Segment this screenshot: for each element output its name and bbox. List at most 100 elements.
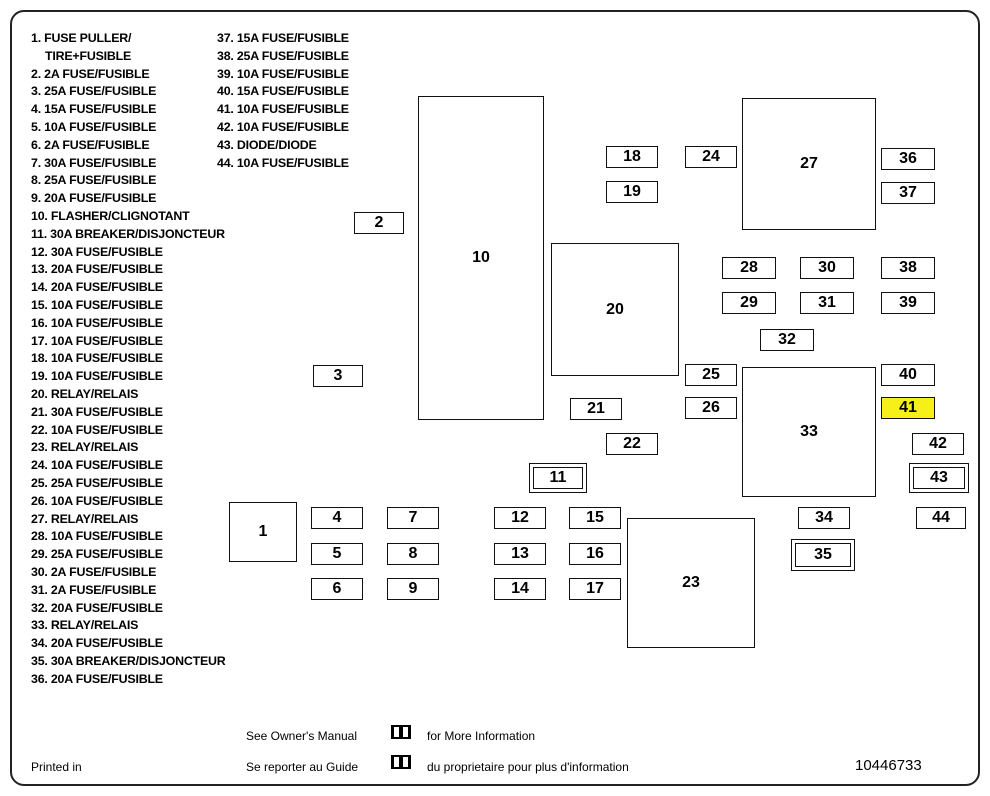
- legend-entry: 19. 10A FUSE/FUSIBLE: [31, 369, 163, 384]
- fuse-31: 31: [800, 292, 854, 314]
- legend-entry: 25. 25A FUSE/FUSIBLE: [31, 475, 163, 490]
- relay-27: 27: [742, 98, 876, 230]
- legend-entry: 32. 20A FUSE/FUSIBLE: [31, 600, 163, 615]
- flasher-10: 10: [418, 96, 544, 420]
- more-info-text: for More Information: [427, 729, 536, 743]
- legend-entry: 37. 15A FUSE/FUSIBLE: [217, 31, 349, 45]
- legend-entry: 7. 30A FUSE/FUSIBLE: [31, 155, 157, 170]
- legend-entry: 23. RELAY/RELAIS: [31, 440, 139, 455]
- fuse-21: 21: [570, 398, 622, 420]
- fuse-17: 17: [569, 578, 621, 600]
- legend-entry: 18. 10A FUSE/FUSIBLE: [31, 351, 163, 366]
- legend-entry: TIRE+FUSIBLE: [45, 48, 132, 63]
- fuse-14: 14: [494, 578, 546, 600]
- legend-entry: 31. 2A FUSE/FUSIBLE: [31, 582, 157, 597]
- legend-entry: 28. 10A FUSE/FUSIBLE: [31, 529, 163, 544]
- fuse-40: 40: [881, 364, 935, 386]
- legend-entry: 24. 10A FUSE/FUSIBLE: [31, 458, 163, 473]
- se-reporter-text: Se reporter au Guide: [246, 760, 359, 774]
- fuse-9: 9: [387, 578, 439, 600]
- legend-entry: 26. 10A FUSE/FUSIBLE: [31, 493, 163, 508]
- fuse-30: 30: [800, 257, 854, 279]
- legend-entry: 29. 25A FUSE/FUSIBLE: [31, 547, 163, 562]
- breaker-11: 11: [529, 463, 587, 493]
- breaker-35: 35: [791, 539, 855, 571]
- legend-entry: 4. 15A FUSE/FUSIBLE: [31, 102, 157, 117]
- legend-entry: 21. 30A FUSE/FUSIBLE: [31, 404, 163, 419]
- legend-entry: 14. 20A FUSE/FUSIBLE: [31, 280, 163, 295]
- fuse-32: 32: [760, 329, 814, 351]
- legend-entry: 1. FUSE PULLER/: [31, 31, 132, 45]
- diode-43: 43: [909, 463, 969, 493]
- fuse-16: 16: [569, 543, 621, 565]
- printed-in-label: Printed in: [31, 760, 82, 774]
- legend-entry: 11. 30A BREAKER/DISJONCTEUR: [31, 226, 225, 241]
- legend-entry: 6. 2A FUSE/FUSIBLE: [31, 137, 150, 152]
- legend-entry: 5. 10A FUSE/FUSIBLE: [31, 119, 157, 134]
- legend-entry: 2. 2A FUSE/FUSIBLE: [31, 66, 150, 81]
- relay-1: 1: [229, 502, 297, 562]
- legend-entry: 30. 2A FUSE/FUSIBLE: [31, 564, 157, 579]
- fuse-29: 29: [722, 292, 776, 314]
- see-manual-text: See Owner's Manual: [246, 729, 358, 743]
- fuse-6: 6: [311, 578, 363, 600]
- legend-entry: 40. 15A FUSE/FUSIBLE: [217, 84, 349, 99]
- du-proprietaire-text: du proprietaire pour plus d'information: [427, 760, 629, 774]
- fuse-22: 22: [606, 433, 658, 455]
- legend-entry: 42. 10A FUSE/FUSIBLE: [217, 119, 349, 134]
- fuse-15: 15: [569, 507, 621, 529]
- fuse-8: 8: [387, 543, 439, 565]
- fuse-25: 25: [685, 364, 737, 386]
- fuse-panel-frame: [10, 10, 980, 786]
- legend-entry: 10. FLASHER/CLIGNOTANT: [31, 208, 190, 223]
- legend-entry: 13. 20A FUSE/FUSIBLE: [31, 262, 163, 277]
- legend-entry: 20. RELAY/RELAIS: [31, 386, 139, 401]
- legend-entry: 8. 25A FUSE/FUSIBLE: [31, 173, 157, 188]
- fuse-12: 12: [494, 507, 546, 529]
- legend-entry: 39. 10A FUSE/FUSIBLE: [217, 66, 349, 81]
- relay-33: 33: [742, 367, 876, 497]
- book-icon: [391, 755, 411, 769]
- fuse-28: 28: [722, 257, 776, 279]
- legend-entry: 16. 10A FUSE/FUSIBLE: [31, 315, 163, 330]
- legend-left-column: 1. FUSE PULLER/TIRE+FUSIBLE 2. 2A FUSE/FU…: [31, 30, 226, 688]
- fuse-39: 39: [881, 292, 935, 314]
- fuse-37: 37: [881, 182, 935, 204]
- legend-entry: 35. 30A BREAKER/DISJONCTEUR: [31, 653, 226, 668]
- legend-right-column: 37. 15A FUSE/FUSIBLE 38. 25A FUSE/FUSIBLE…: [217, 30, 349, 172]
- legend-entry: 9. 20A FUSE/FUSIBLE: [31, 191, 157, 206]
- legend-entry: 44. 10A FUSE/FUSIBLE: [217, 155, 349, 170]
- fuse-7: 7: [387, 507, 439, 529]
- fuse-41-highlighted: 41: [881, 397, 935, 419]
- legend-entry: 33. RELAY/RELAIS: [31, 618, 139, 633]
- relay-20: 20: [551, 243, 679, 376]
- fuse-24: 24: [685, 146, 737, 168]
- fuse-34: 34: [798, 507, 850, 529]
- fuse-44: 44: [916, 507, 966, 529]
- fuse-13: 13: [494, 543, 546, 565]
- fuse-4: 4: [311, 507, 363, 529]
- fuse-3: 3: [313, 365, 363, 387]
- book-icon: [391, 725, 411, 739]
- part-number: 10446733: [855, 757, 922, 774]
- fuse-2: 2: [354, 212, 404, 234]
- legend-entry: 17. 10A FUSE/FUSIBLE: [31, 333, 163, 348]
- fuse-26: 26: [685, 397, 737, 419]
- legend-entry: 41. 10A FUSE/FUSIBLE: [217, 102, 349, 117]
- legend-entry: 12. 30A FUSE/FUSIBLE: [31, 244, 163, 259]
- relay-23: 23: [627, 518, 755, 648]
- fuse-19: 19: [606, 181, 658, 203]
- legend-entry: 36. 20A FUSE/FUSIBLE: [31, 671, 163, 686]
- legend-entry: 43. DIODE/DIODE: [217, 137, 317, 152]
- legend-entry: 38. 25A FUSE/FUSIBLE: [217, 48, 349, 63]
- fuse-36: 36: [881, 148, 935, 170]
- fuse-5: 5: [311, 543, 363, 565]
- legend-entry: 15. 10A FUSE/FUSIBLE: [31, 297, 163, 312]
- legend-entry: 22. 10A FUSE/FUSIBLE: [31, 422, 163, 437]
- fuse-18: 18: [606, 146, 658, 168]
- fuse-42: 42: [912, 433, 964, 455]
- legend-entry: 3. 25A FUSE/FUSIBLE: [31, 84, 157, 99]
- legend-entry: 27. RELAY/RELAIS: [31, 511, 139, 526]
- fuse-38: 38: [881, 257, 935, 279]
- legend-entry: 34. 20A FUSE/FUSIBLE: [31, 636, 163, 651]
